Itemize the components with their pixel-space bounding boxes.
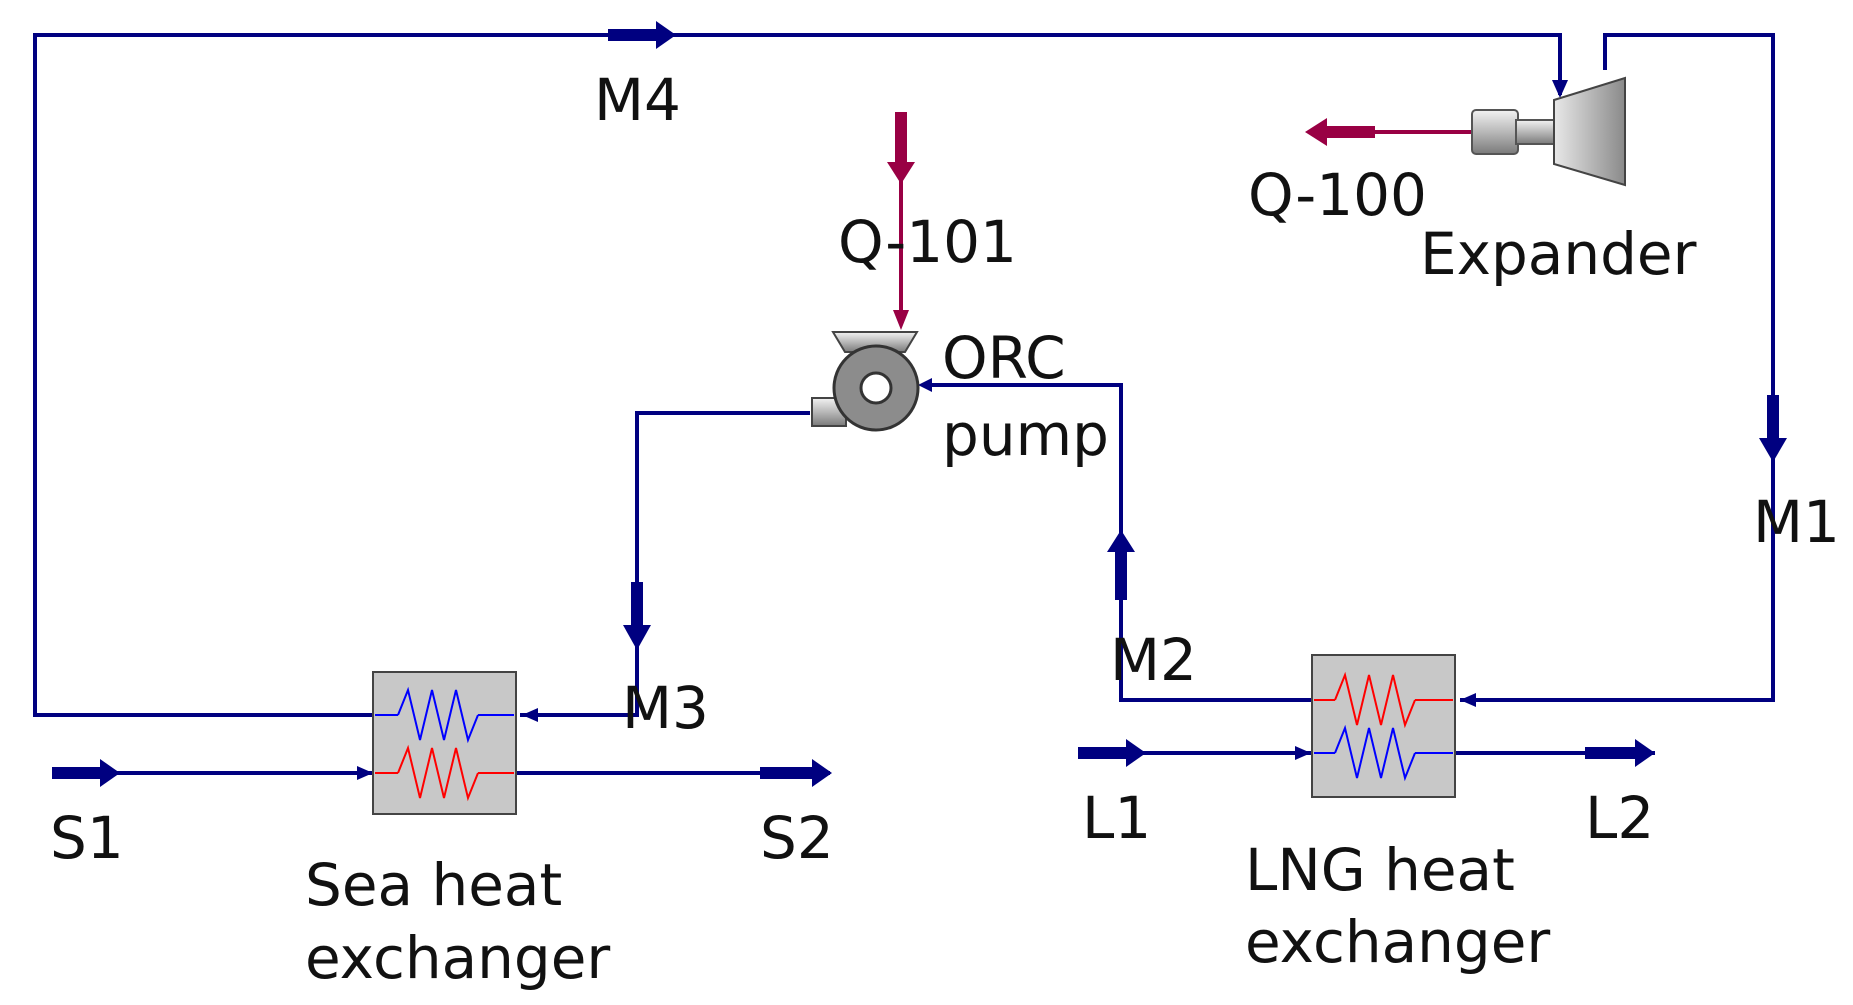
energy-stream-q100[interactable] xyxy=(1305,118,1475,146)
stream-m1-line[interactable] xyxy=(1460,33,1775,702)
stream-l1-arrow-icon xyxy=(1078,739,1146,767)
label-m4: M4 xyxy=(594,66,681,134)
label-expander: Expander xyxy=(1420,220,1697,288)
stream-m3-line[interactable] xyxy=(520,411,810,717)
stream-m3-arrow-icon xyxy=(623,582,651,650)
expander-inlet-arrowhead-icon xyxy=(1552,80,1568,98)
label-q101: Q-101 xyxy=(838,208,1017,276)
stream-m1-arrow-icon xyxy=(1759,395,1787,462)
lng-heat-exchanger-icon[interactable] xyxy=(1311,654,1456,798)
label-orc-pump-line2: pump xyxy=(942,401,1109,469)
lng-hx-hot-inlet-arrowhead-icon xyxy=(1460,693,1476,707)
sea-hx-cold-inlet-arrowhead-icon xyxy=(522,708,538,722)
stream-s1-arrow-icon xyxy=(52,759,120,787)
label-l1: L1 xyxy=(1082,784,1151,852)
orc-pump-icon[interactable] xyxy=(811,331,920,432)
label-sea-hx-line1: Sea heat xyxy=(305,851,562,919)
stream-s2-arrow-icon xyxy=(760,759,832,787)
label-orc-pump-line1: ORC xyxy=(942,324,1066,392)
sea-hx-hot-inlet-arrowhead-icon xyxy=(357,766,373,780)
stream-m4-arrow-icon xyxy=(608,21,676,49)
label-m1: M1 xyxy=(1753,488,1840,556)
sea-heat-exchanger-icon[interactable] xyxy=(372,671,517,815)
label-sea-hx-line2: exchanger xyxy=(305,924,610,992)
stream-m2-arrow-icon xyxy=(1107,530,1135,600)
label-m2: M2 xyxy=(1110,626,1197,694)
expander-icon[interactable] xyxy=(1471,76,1626,187)
pump-inlet-arrowhead-icon xyxy=(918,378,932,392)
stream-m4-line[interactable] xyxy=(33,33,1562,717)
label-m3: M3 xyxy=(622,674,709,742)
label-lng-hx-line1: LNG heat xyxy=(1245,836,1515,904)
label-q100: Q-100 xyxy=(1248,161,1427,229)
label-l2: L2 xyxy=(1585,784,1654,852)
energy-stream-q101[interactable] xyxy=(887,112,915,330)
label-s1: S1 xyxy=(50,804,124,872)
label-lng-hx-line2: exchanger xyxy=(1245,908,1550,976)
lng-hx-cold-inlet-arrowhead-icon xyxy=(1295,746,1311,760)
label-s2: S2 xyxy=(760,804,834,872)
stream-l2-arrow-icon xyxy=(1585,739,1655,767)
